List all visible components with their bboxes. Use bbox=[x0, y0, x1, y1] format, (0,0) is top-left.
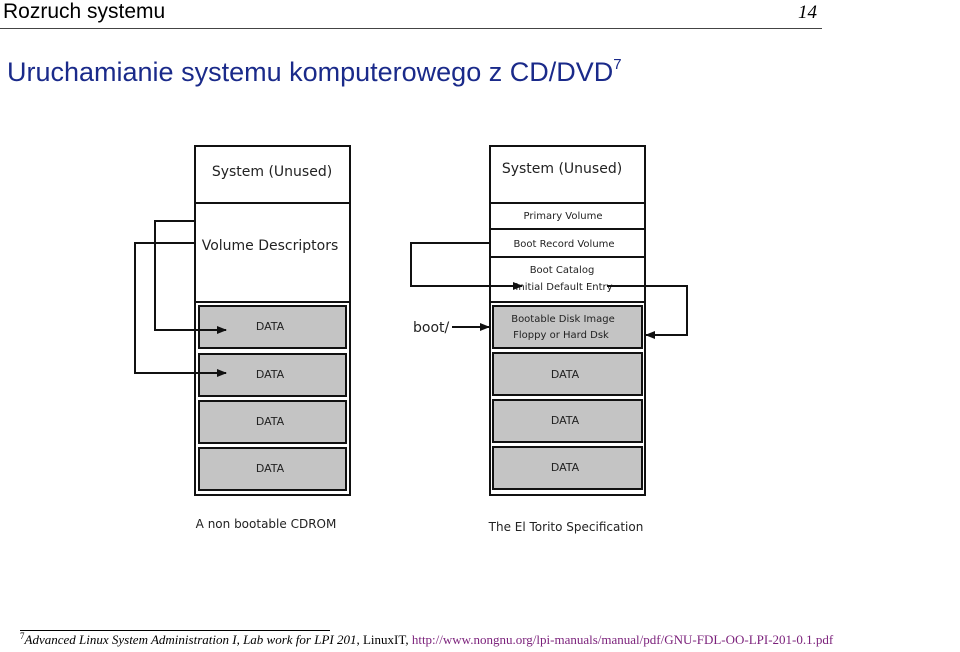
slide-title: Uruchamianie systemu komputerowego z CD/… bbox=[7, 56, 622, 88]
footnote-citation: Advanced Linux System Administration I, … bbox=[24, 632, 357, 647]
footnote: 7Advanced Linux System Administration I,… bbox=[20, 631, 833, 648]
floppy-or-hard-disk-label: Floppy or Hard Dsk bbox=[513, 330, 609, 341]
right-data-block bbox=[492, 446, 643, 490]
header-section-title: Rozruch systemu bbox=[3, 0, 166, 23]
footnote-mark: 7 bbox=[20, 631, 25, 641]
left-caption: A non bootable CDROM bbox=[196, 517, 337, 531]
left-data-label: DATA bbox=[256, 320, 285, 333]
page-number: 14 bbox=[798, 2, 817, 23]
right-data-label: DATA bbox=[551, 368, 580, 381]
left-system-label: System (Unused) bbox=[212, 164, 332, 180]
right-data-label: DATA bbox=[551, 414, 580, 427]
descriptor-to-data-arrow bbox=[154, 220, 227, 334]
right-data-block bbox=[492, 352, 643, 396]
footnote-reference: 7 bbox=[613, 56, 622, 73]
left-data-label: DATA bbox=[256, 368, 285, 381]
boot-label: boot/ bbox=[413, 320, 450, 336]
boot-record-volume-label: Boot Record Volume bbox=[513, 239, 614, 250]
right-system-label: System (Unused) bbox=[502, 161, 622, 177]
descriptor-to-data-arrow bbox=[134, 242, 227, 377]
left-data-label: DATA bbox=[256, 462, 285, 475]
el-torito-cdrom: System (Unused) Primary Volume Boot Reco… bbox=[410, 145, 688, 534]
left-data-block bbox=[198, 447, 347, 491]
footnote-url-link[interactable]: http://www.nongnu.org/lpi-manuals/manual… bbox=[411, 632, 834, 647]
bootable-disk-image-label: Bootable Disk Image bbox=[511, 314, 615, 325]
slide-title-text: Uruchamianie systemu komputerowego z CD/… bbox=[7, 57, 614, 87]
header-divider bbox=[0, 28, 822, 29]
boot-catalog-label: Boot Catalog bbox=[530, 265, 595, 276]
right-caption: The El Torito Specification bbox=[488, 520, 644, 534]
non-bootable-cdrom: System (Unused) Volume Descriptors DATA … bbox=[134, 145, 351, 531]
volume-descriptors-label: Volume Descriptors bbox=[202, 238, 339, 254]
initial-default-entry-label: Initial Default Entry bbox=[515, 282, 612, 293]
boot-record-to-catalog-arrow bbox=[410, 242, 523, 290]
left-data-block bbox=[198, 400, 347, 444]
right-data-block bbox=[492, 399, 643, 443]
right-data-label: DATA bbox=[551, 461, 580, 474]
primary-volume-label: Primary Volume bbox=[523, 211, 602, 222]
default-entry-to-image-arrow bbox=[607, 285, 688, 339]
footnote-divider bbox=[20, 630, 330, 631]
left-data-label: DATA bbox=[256, 415, 285, 428]
bootable-disk-image-block bbox=[492, 305, 643, 349]
footnote-publisher: , LinuxIT, bbox=[356, 632, 412, 647]
